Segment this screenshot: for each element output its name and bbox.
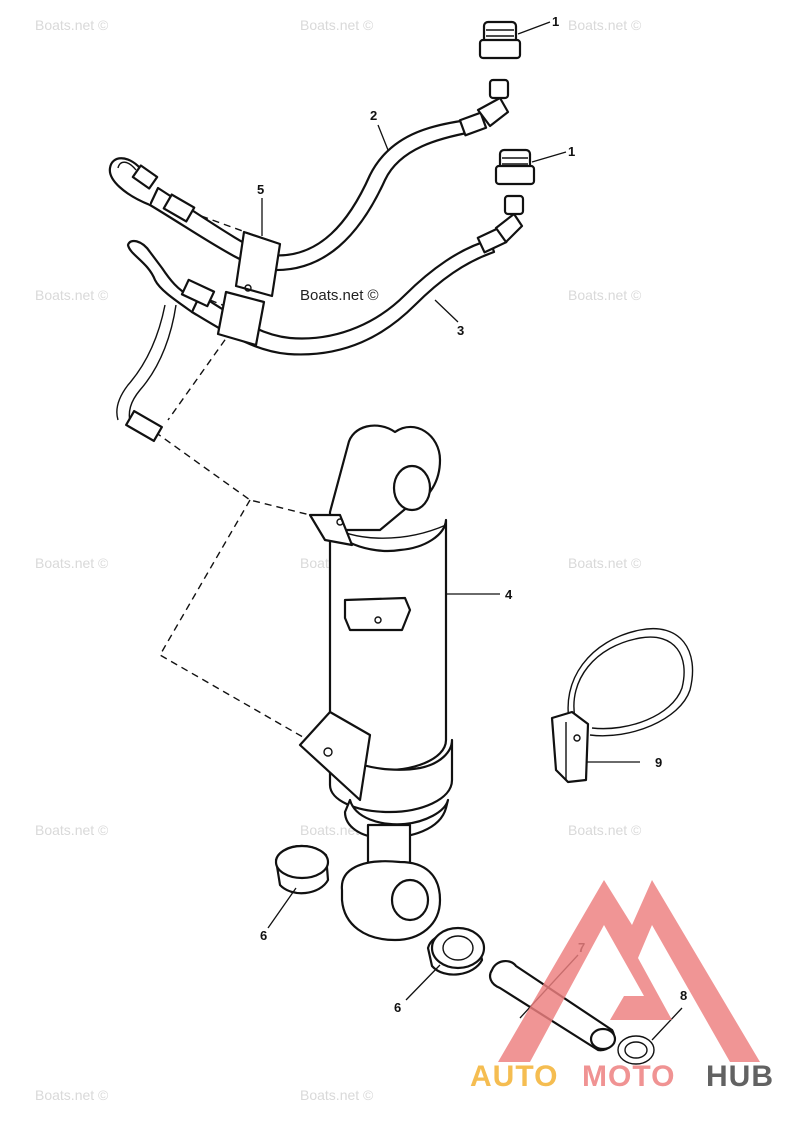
watermark: Boats.net © [35,287,109,303]
callout-wire-tie: 9 [655,755,662,770]
callout-clamp: 5 [257,182,264,197]
clamp [216,230,282,347]
watermark: Boats.net © [568,17,642,33]
watermark: Boats.net © [300,1087,374,1103]
wire-tie [550,627,694,784]
hose-upper [108,78,510,272]
ring [617,1035,655,1065]
callout-ring: 8 [680,988,687,1003]
logo-text-auto: AUTO [470,1060,558,1093]
callout-nut-lower: 1 [568,144,575,159]
logo-text-moto: MOTO [582,1060,675,1093]
watermark: Boats.net © [35,1087,109,1103]
nut-upper [478,20,522,60]
watermark: Boats.net © [568,287,642,303]
watermark: Boats.net © [568,555,642,571]
cylinder [298,424,454,942]
callout-cylinder: 4 [505,587,513,602]
callout-nut-upper: 1 [552,14,559,29]
center-watermark: Boats.net © [300,287,379,304]
callout-bushing-left: 6 [260,928,267,943]
watermark: Boats.net © [35,822,109,838]
watermark: Boats.net © [300,17,374,33]
hose-lower [116,194,525,443]
brand-logo: AUTO MOTO HUB [470,880,774,1093]
callout-hose-upper: 2 [370,108,377,123]
callout-bushing-right: 6 [394,1000,401,1015]
bushing-left [274,844,330,895]
bushing-right [426,926,486,976]
nut-lower [494,148,536,186]
watermark: Boats.net © [568,822,642,838]
watermark: Boats.net © [35,555,109,571]
logo-text-hub: HUB [706,1060,774,1093]
callout-hose-lower: 3 [457,323,464,338]
watermark: Boats.net © [35,17,109,33]
logo-mark-icon [498,880,760,1062]
